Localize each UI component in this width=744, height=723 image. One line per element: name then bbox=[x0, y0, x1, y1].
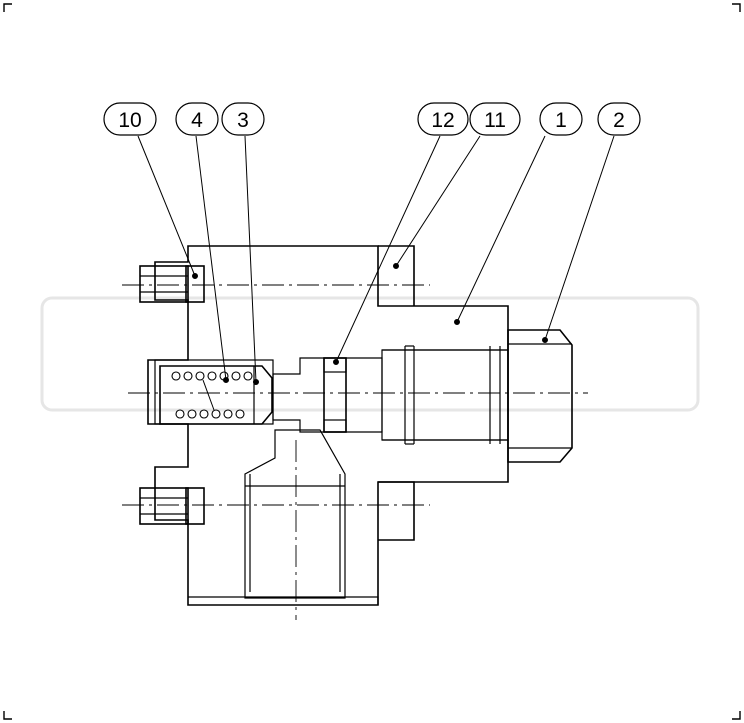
balloon-label-12: 12 bbox=[431, 109, 454, 132]
balloon-label-3: 3 bbox=[237, 109, 249, 132]
balloon-10: 10 bbox=[103, 102, 157, 136]
center-lines bbox=[122, 284, 588, 620]
balloon-4: 4 bbox=[175, 102, 219, 136]
upper-screw bbox=[139, 265, 205, 303]
balloon-label-10: 10 bbox=[118, 109, 141, 132]
valve-body bbox=[147, 245, 509, 606]
balloon-label-2: 2 bbox=[613, 109, 625, 132]
seal-ring bbox=[323, 357, 347, 433]
balloon-label-4: 4 bbox=[191, 109, 203, 132]
balloon-label-1: 1 bbox=[555, 109, 567, 132]
sheet-corner-marks bbox=[3, 3, 741, 720]
poppet bbox=[159, 365, 273, 425]
balloon-2: 2 bbox=[597, 102, 641, 136]
balloon-1: 1 bbox=[539, 102, 583, 136]
balloon-12: 12 bbox=[417, 102, 469, 136]
leader-lines bbox=[137, 135, 615, 385]
hex-plug bbox=[507, 329, 573, 463]
balloon-3: 3 bbox=[221, 102, 265, 136]
lower-screw bbox=[139, 487, 205, 525]
watermark-logo bbox=[40, 296, 700, 412]
balloon-11: 11 bbox=[469, 102, 521, 136]
balloon-label-11: 11 bbox=[484, 109, 506, 132]
